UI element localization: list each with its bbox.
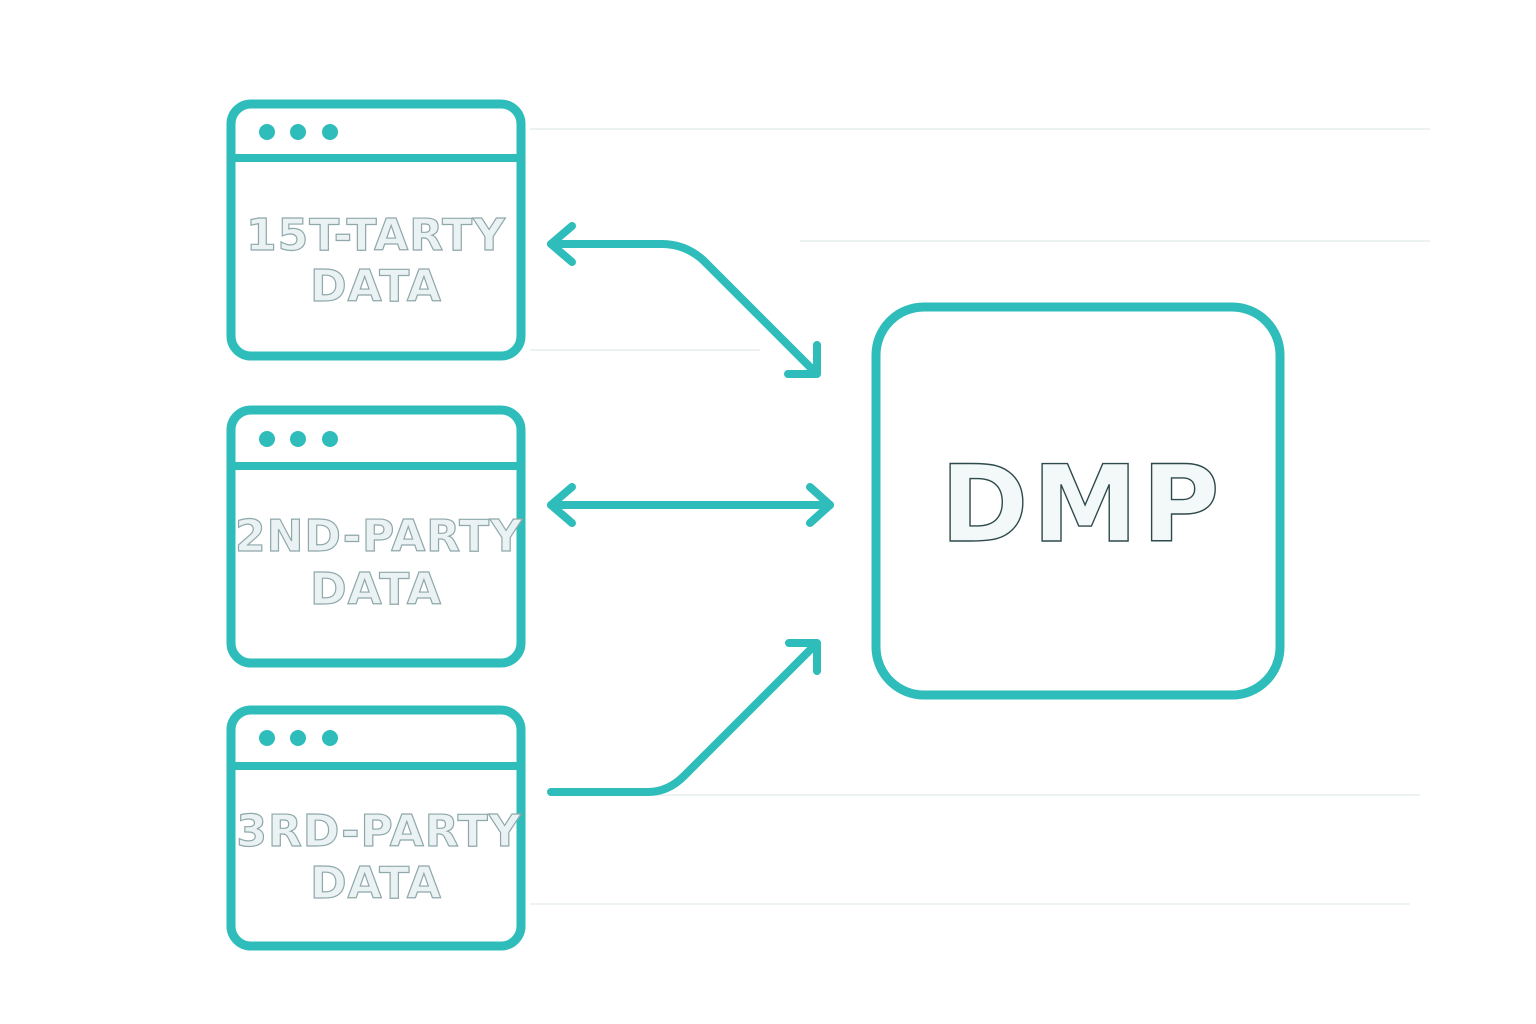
dmp-hub: DMP — [871, 302, 1285, 700]
window-dot-icon — [290, 431, 306, 447]
arrow-left-icon — [547, 483, 576, 527]
dmp-hub-frame — [871, 302, 1285, 700]
window-dot-icon — [290, 730, 306, 746]
arrow-up-right-icon — [785, 639, 821, 675]
source-label-line1: 2ND-PARTY — [235, 511, 523, 562]
background-guides — [530, 128, 1430, 905]
source-window-1st-party: 15T-TARTY DATA — [226, 99, 526, 361]
window-dot-icon — [259, 431, 275, 447]
window-dot-icon — [259, 730, 275, 746]
window-dot-icon — [290, 124, 306, 140]
source-window-2nd-party: 2ND-PARTY DATA — [226, 405, 526, 668]
arrow-left-icon — [547, 222, 576, 266]
window-dot-icon — [322, 431, 338, 447]
connector-line — [547, 240, 819, 376]
window-dot-icon — [259, 124, 275, 140]
window-dot-icon — [322, 730, 338, 746]
source-label-line1: 15T-TARTY — [246, 210, 506, 261]
source-window-3rd-party: 3RD-PARTY DATA — [226, 705, 526, 951]
arrow-down-right-icon — [784, 341, 821, 378]
source-label-line2: DATA — [310, 261, 442, 312]
window-frame — [226, 99, 526, 361]
source-label-line1: 3RD-PARTY — [236, 806, 521, 857]
window-frame — [226, 405, 526, 668]
connector-1st-party — [547, 222, 821, 378]
arrow-right-icon — [806, 483, 834, 527]
connector-3rd-party — [547, 639, 821, 796]
source-label-line2: DATA — [310, 564, 442, 615]
window-dot-icon — [322, 124, 338, 140]
source-label-line2: DATA — [310, 858, 442, 909]
connector-line — [547, 641, 819, 796]
dmp-hub-label: DMP — [940, 443, 1223, 566]
connector-2nd-party — [547, 483, 834, 527]
